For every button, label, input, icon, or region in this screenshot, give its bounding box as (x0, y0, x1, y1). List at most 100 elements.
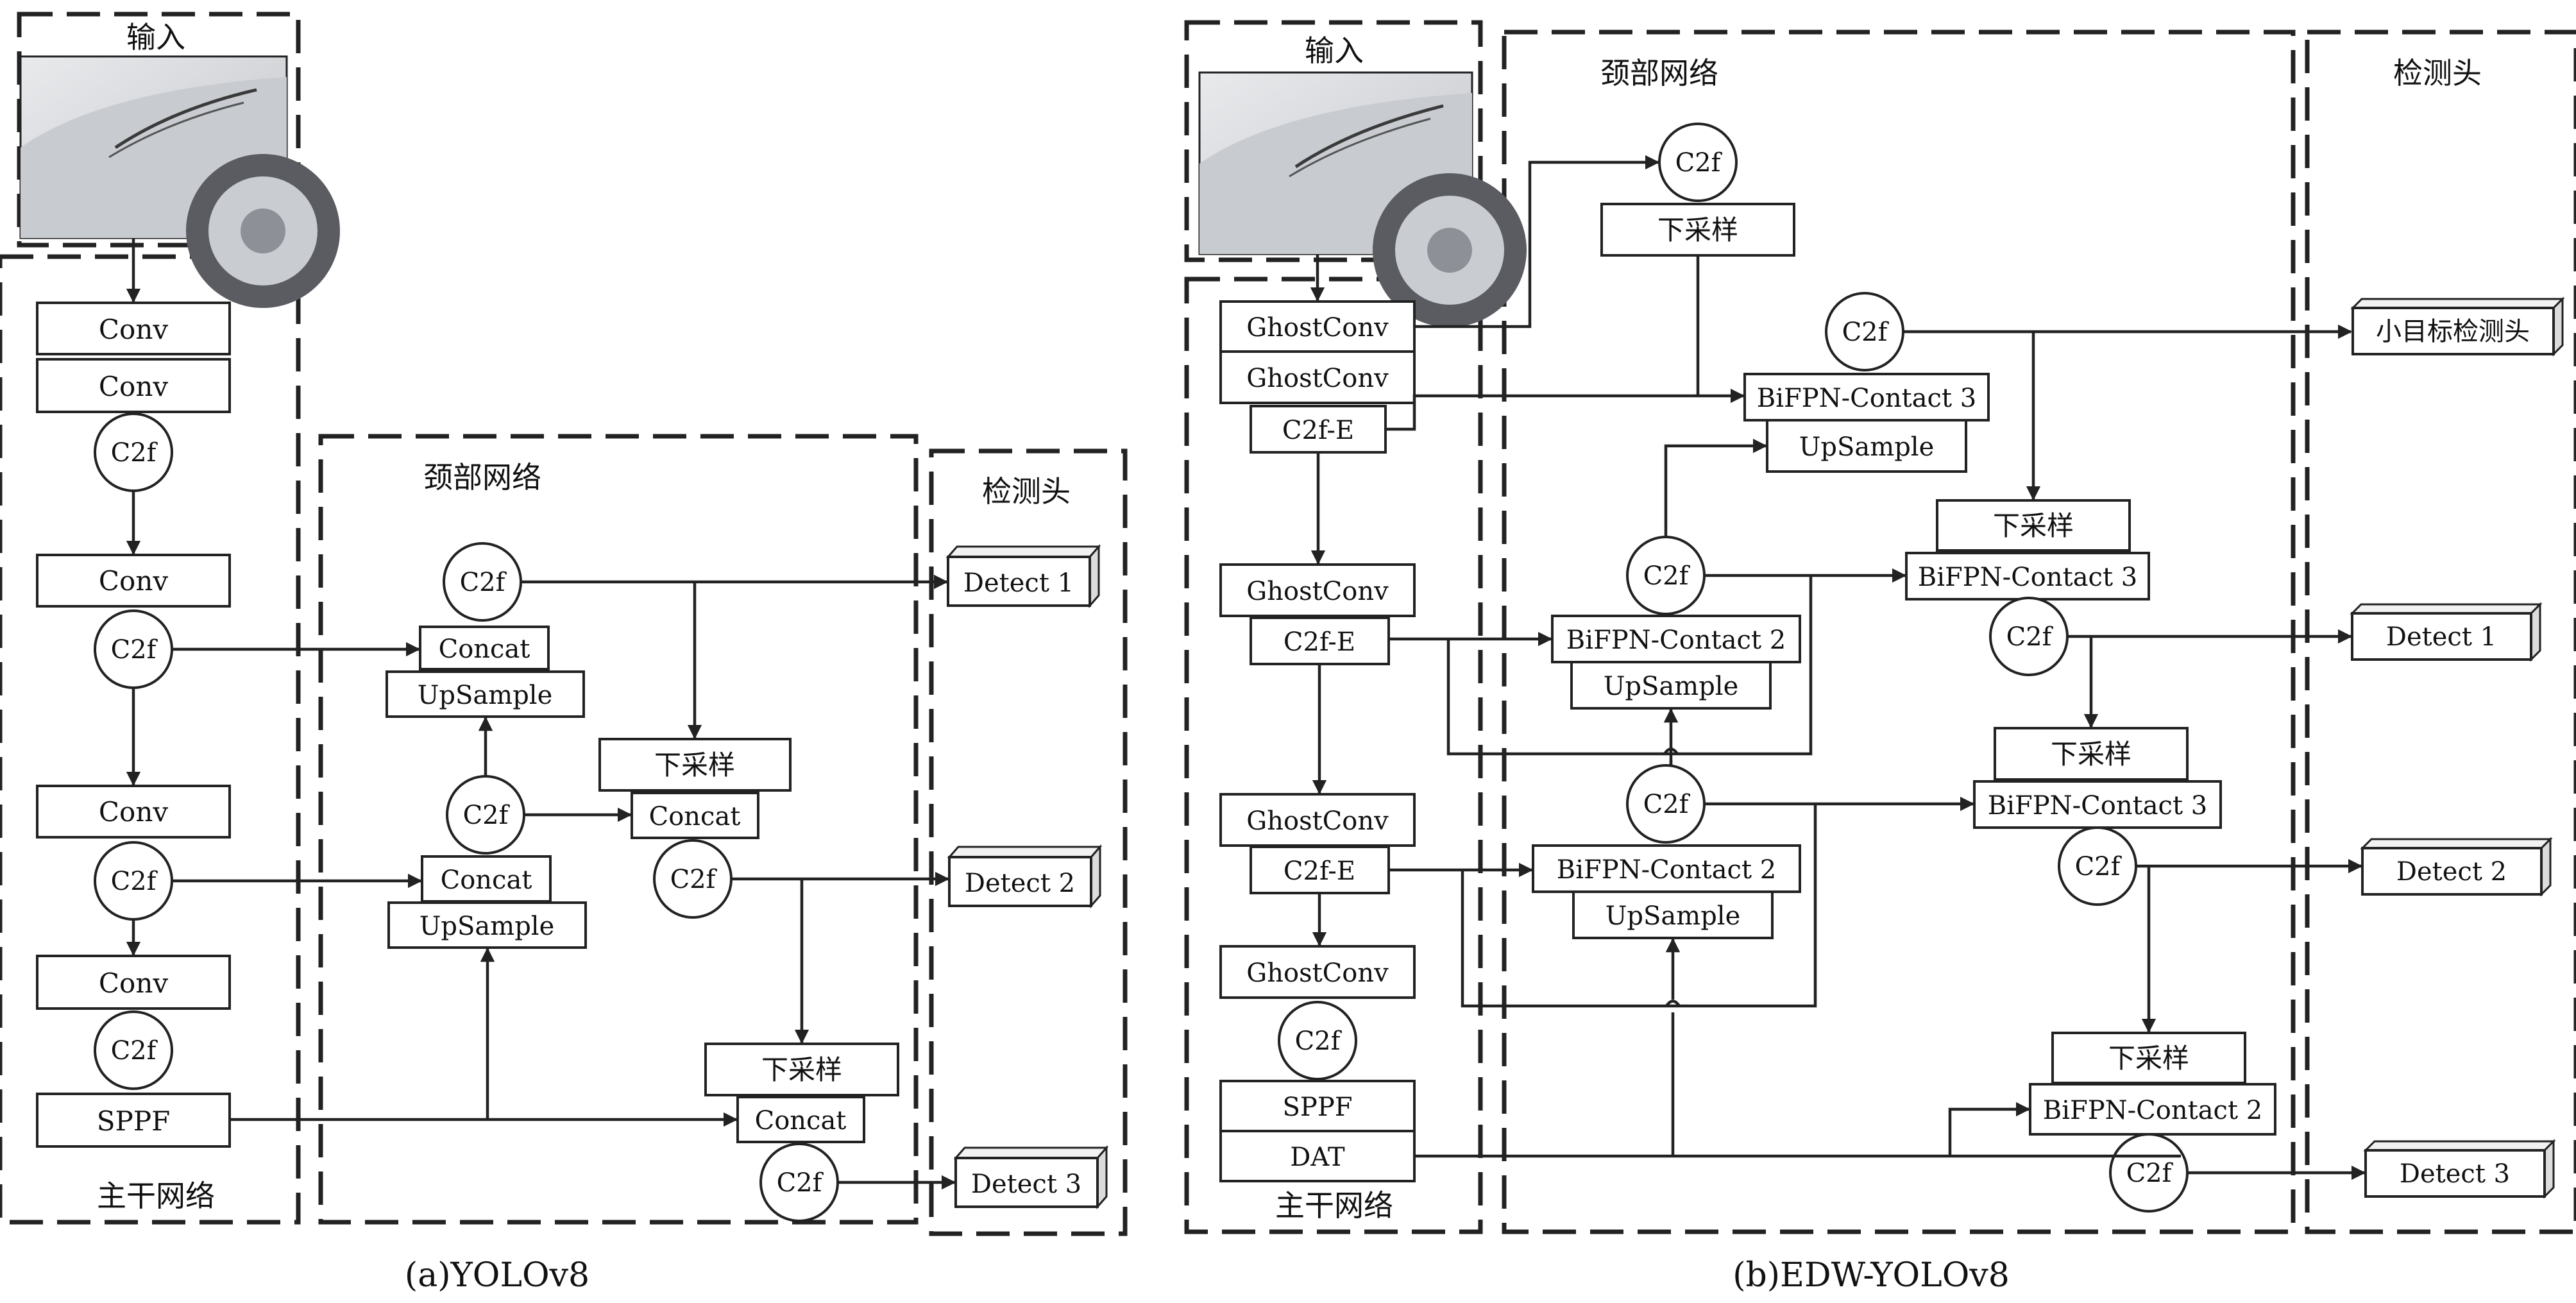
svg-text:C2f: C2f (1675, 148, 1723, 178)
head-region-b (2305, 30, 2576, 1234)
input-image-icon-b (1198, 71, 1527, 327)
upsample-block-2 (387, 901, 587, 949)
detect-3-block: Detect 3 (953, 1145, 1109, 1209)
dat-block (1219, 1130, 1416, 1182)
svg-text:Conv: Conv (99, 796, 168, 828)
svg-text:Conv: Conv (99, 314, 168, 345)
svg-text:C2f: C2f (460, 568, 507, 597)
concat-block-1 (419, 626, 550, 670)
svg-text:GhostConv: GhostConv (1246, 364, 1389, 393)
downsample-b-top (1600, 203, 1795, 257)
concat-block-3 (631, 792, 759, 839)
svg-text:C2f: C2f (111, 635, 158, 665)
svg-text:BiFPN-Contact 3: BiFPN-Contact 3 (1988, 791, 2207, 821)
concat-block-2 (421, 855, 552, 903)
backbone-region-b (1184, 277, 1483, 1234)
yolov8-diagram: 输入 主干网络 颈部网络 检测头 Conv Conv C2f Conv C2f … (0, 12, 1128, 1295)
svg-text:C2f: C2f (111, 1036, 158, 1066)
svg-text:下采样: 下采样 (654, 749, 735, 781)
ghostconv-block-1 (1219, 300, 1416, 353)
svg-text:C2f: C2f (1842, 318, 1890, 347)
bifpn3-block-2 (1905, 552, 2150, 600)
svg-text:Detect 1: Detect 1 (2386, 622, 2496, 652)
svg-text:下采样: 下采样 (761, 1054, 842, 1086)
svg-text:C2f: C2f (2075, 852, 2123, 881)
svg-text:C2f: C2f (1295, 1026, 1343, 1056)
svg-text:下采样: 下采样 (1993, 510, 2074, 541)
svg-text:Detect 2: Detect 2 (2396, 857, 2507, 887)
downsample-b-3 (2051, 1032, 2246, 1084)
sppf-block (36, 1093, 231, 1148)
svg-text:Concat: Concat (441, 865, 532, 895)
backbone-region (0, 254, 301, 1225)
detect-2-block: Detect 2 (947, 844, 1103, 908)
svg-text:GhostConv: GhostConv (1246, 313, 1389, 343)
svg-text:UpSample: UpSample (418, 681, 553, 710)
svg-text:UpSample: UpSample (419, 912, 555, 941)
svg-text:Concat: Concat (439, 634, 530, 664)
svg-text:Concat: Concat (755, 1106, 847, 1136)
c2f-node-b (1278, 1001, 1357, 1080)
backbone-label-b: 主干网络 (1275, 1188, 1393, 1223)
bifpn3-block-3 (1973, 780, 2222, 829)
conv-block-3 (36, 554, 231, 608)
conv-block-1 (36, 302, 231, 355)
svg-text:SPPF: SPPF (1283, 1093, 1353, 1122)
svg-text:C2f: C2f (1643, 790, 1691, 819)
upsample-b-3 (1572, 890, 1774, 939)
small-object-head-block: 小目标检测头 (2350, 296, 2565, 357)
conv-block-4 (36, 785, 231, 839)
downsample-b-2 (1994, 727, 2189, 781)
upsample-b-2 (1570, 661, 1772, 710)
ghostconv-block-2 (1219, 350, 1416, 404)
neck-label-b: 颈部网络 (1600, 56, 1718, 90)
detect-1-block: Detect 1 (945, 544, 1101, 608)
svg-text:C2f: C2f (777, 1168, 824, 1198)
svg-text:Conv: Conv (99, 967, 168, 999)
svg-text:UpSample: UpSample (1606, 901, 1741, 931)
svg-text:BiFPN-Contact 3: BiFPN-Contact 3 (1918, 563, 2137, 592)
input-label-b: 输入 (1305, 33, 1364, 68)
downsample-block-1 (598, 738, 792, 792)
svg-text:C2f: C2f (670, 865, 718, 894)
svg-text:C2f-E: C2f-E (1284, 627, 1355, 657)
downsample-b-1 (1936, 499, 2131, 552)
neck-region (318, 434, 919, 1225)
svg-text:DAT: DAT (1290, 1143, 1345, 1172)
detect-2-block-b: Detect 2 (2360, 837, 2553, 897)
svg-text:C2f: C2f (111, 438, 158, 468)
c2f-e-block-3 (1250, 846, 1390, 894)
svg-text:BiFPN-Contact 2: BiFPN-Contact 2 (1566, 626, 1786, 655)
svg-text:下采样: 下采样 (1657, 214, 1738, 246)
svg-text:C2f: C2f (1643, 561, 1691, 591)
svg-text:Detect 3: Detect 3 (2400, 1159, 2510, 1189)
svg-text:下采样: 下采样 (2051, 738, 2131, 770)
c2f-e-block-1 (1250, 405, 1387, 454)
ghostconv-block-5 (1219, 945, 1416, 999)
svg-text:GhostConv: GhostConv (1246, 958, 1389, 988)
bifpn2-block-1 (1551, 615, 1801, 663)
conv-block-5 (36, 955, 231, 1010)
svg-text:Detect 2: Detect 2 (965, 869, 1075, 898)
c2f-e-block-2 (1250, 617, 1390, 665)
svg-text:UpSample: UpSample (1799, 432, 1935, 462)
detect-1-block-b: Detect 1 (2350, 602, 2543, 662)
svg-text:GhostConv: GhostConv (1246, 806, 1389, 836)
svg-text:BiFPN-Contact 2: BiFPN-Contact 2 (1557, 855, 1776, 885)
svg-text:Detect 3: Detect 3 (971, 1170, 1081, 1199)
svg-text:SPPF: SPPF (97, 1105, 170, 1137)
neck-region-b (1502, 30, 2296, 1234)
head-label-b: 检测头 (2393, 56, 2482, 90)
c2f-node-4 (94, 1010, 173, 1090)
svg-text:Detect 1: Detect 1 (963, 568, 1074, 598)
svg-text:C2f: C2f (111, 867, 158, 896)
caption-edw-yolov8: (b)EDW-YOLOv8 (1733, 1256, 2010, 1295)
upsample-block-1 (386, 670, 585, 718)
caption-yolov8: (a)YOLOv8 (405, 1256, 589, 1295)
input-region (17, 12, 301, 248)
svg-text:C2f: C2f (2006, 622, 2054, 652)
svg-text:C2f: C2f (463, 801, 511, 830)
svg-text:小目标检测头: 小目标检测头 (2376, 317, 2530, 346)
head-region (929, 448, 1128, 1236)
